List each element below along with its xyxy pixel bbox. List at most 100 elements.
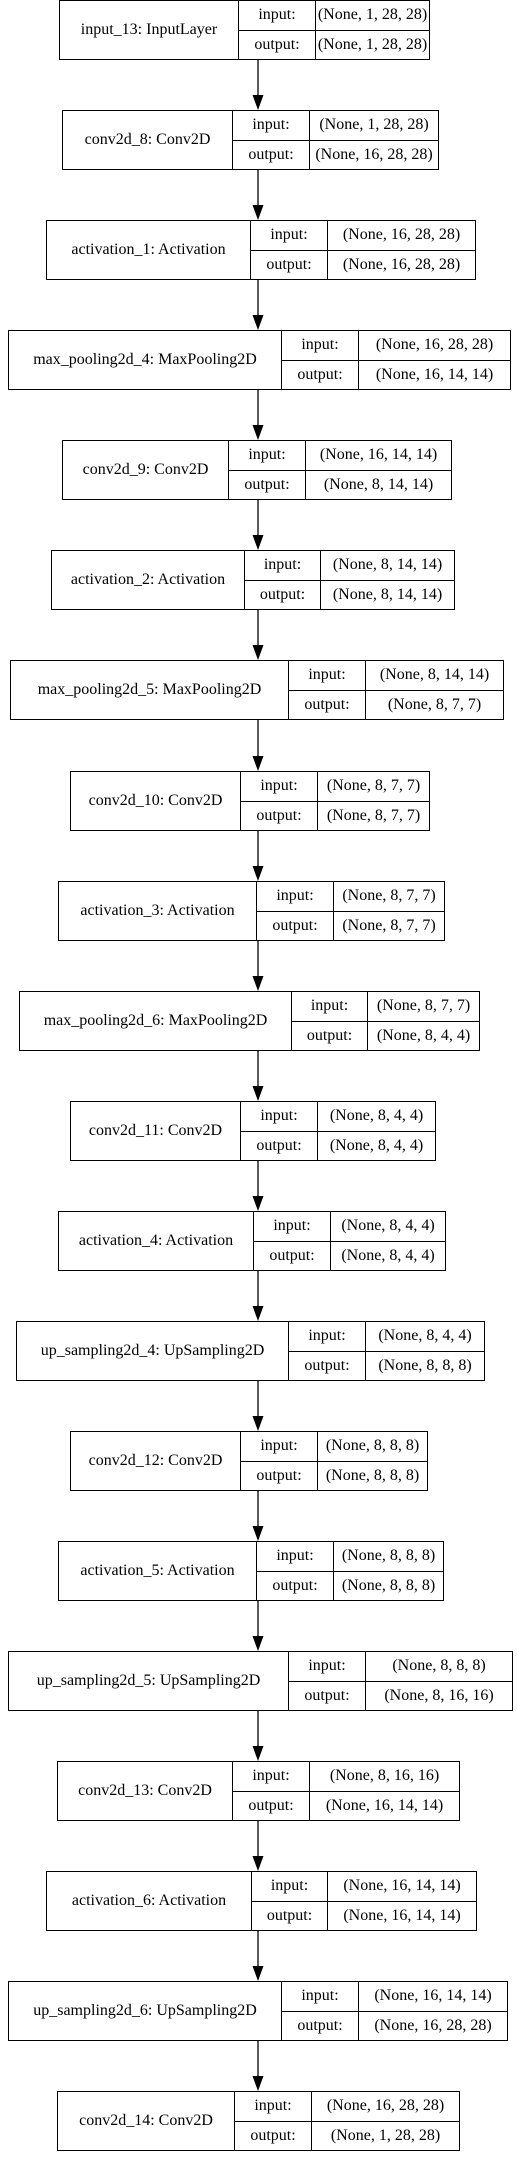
input-shape: (None, 16, 28, 28) <box>342 226 461 244</box>
layer-name: activation_1: Activation <box>47 221 251 279</box>
layer-ports: input:(None, 8, 8, 8)output:(None, 8, 8,… <box>241 1432 427 1490</box>
edge-arrowhead <box>252 1856 264 1871</box>
output-label: output: <box>235 2121 312 2150</box>
output-row: output:(None, 16, 14, 14) <box>252 1900 476 1930</box>
layer-ports: input:(None, 8, 16, 16)output:(None, 16,… <box>233 1762 459 1820</box>
layer-name: max_pooling2d_4: MaxPooling2D <box>9 331 282 389</box>
output-shape: (None, 16, 28, 28) <box>342 255 461 273</box>
layer-name: activation_6: Activation <box>47 1872 252 1930</box>
input-row: input:(None, 8, 7, 7) <box>257 882 444 911</box>
input-shape: (None, 8, 4, 4) <box>329 1107 424 1125</box>
edge-arrowhead <box>252 95 264 110</box>
output-row: output: (None, 16, 28, 28) <box>233 139 438 169</box>
layer-name: conv2d_8: Conv2D <box>63 111 233 169</box>
layer-ports: input:(None, 8, 4, 4)output:(None, 8, 4,… <box>254 1212 445 1270</box>
input-shape: (None, 16, 14, 14) <box>343 1877 461 1895</box>
output-shape: (None, 8, 4, 4) <box>341 1246 435 1264</box>
output-shape: (None, 8, 14, 14) <box>323 475 434 493</box>
output-shape: (None, 8, 16, 16) <box>384 1686 494 1704</box>
output-row: output:(None, 8, 7, 7) <box>289 689 503 719</box>
layer-ports: input:(None, 8, 14, 14)output:(None, 8, … <box>245 551 454 609</box>
output-shape: (None, 8, 8, 8) <box>378 1356 472 1374</box>
layer-ports: input:(None, 1, 28, 28)output:(None, 1, … <box>239 1 429 59</box>
input-shape: (None, 8, 16, 16) <box>329 1767 440 1785</box>
output-row: output:(None, 8, 14, 14) <box>245 579 454 609</box>
output-row: output: (None, 8, 4, 4) <box>254 1240 445 1270</box>
input-shape: (None, 8, 8, 8) <box>341 1547 436 1565</box>
input-label: input: <box>241 772 318 801</box>
layer-name: max_pooling2d_6: MaxPooling2D <box>20 992 292 1050</box>
input-row: input:(None, 16, 28, 28) <box>235 2092 459 2121</box>
layer-name: conv2d_10: Conv2D <box>71 772 241 830</box>
output-label: output: <box>252 1901 328 1930</box>
output-label: output: <box>289 1681 366 1710</box>
layer-name: conv2d_11: Conv2D <box>71 1102 241 1160</box>
layer-name: activation_4: Activation <box>59 1212 254 1270</box>
output-shape: (None, 8, 7, 7) <box>342 916 436 934</box>
edge-arrowhead <box>252 1636 264 1651</box>
output-row: output:(None, 8, 8, 8) <box>289 1350 484 1380</box>
input-row: input:(None, 16, 28, 28) <box>282 331 510 360</box>
input-row: input:(None, 8, 8, 8) <box>257 1542 443 1571</box>
output-label: output: <box>282 360 359 389</box>
output-shape: (None, 8, 14, 14) <box>332 585 443 603</box>
edge-arrowhead <box>252 756 264 771</box>
input-row: input:(None, 8, 4, 4) <box>241 1102 435 1131</box>
input-shape: (None, 1, 28, 28) <box>317 6 428 24</box>
input-label: input: <box>235 2092 312 2121</box>
output-label: output: <box>233 140 310 169</box>
layer-name: activation_2: Activation <box>52 551 245 609</box>
input-row: input:(None, 8, 16, 16) <box>233 1762 459 1791</box>
output-shape: (None, 8, 4, 4) <box>329 1136 424 1154</box>
output-shape: (None, 1, 28, 28) <box>330 2126 441 2144</box>
edge-arrowhead <box>252 1526 264 1541</box>
layer-ports: input:(None, 16, 14, 14)output:(None, 16… <box>282 1982 507 2040</box>
input-label: input: <box>241 1432 318 1461</box>
output-row: output:(None, 8, 4, 4) <box>241 1130 435 1160</box>
output-row: output:(None, 16, 28, 28) <box>251 249 475 279</box>
input-label: input: <box>282 1982 359 2011</box>
layer-ports: input:(None, 8, 7, 7)output:(None, 8, 4,… <box>292 992 479 1050</box>
output-label: output: <box>239 30 316 59</box>
output-row: output:(None, 8, 8, 8) <box>241 1460 427 1490</box>
input-row: input:(None, 8, 14, 14) <box>245 551 454 580</box>
layer-ports: input:(None, 16, 28, 28)output: (None, 1,… <box>235 2092 459 2150</box>
input-row: input:(None, 1, 28, 28) <box>233 111 438 140</box>
edge-arrowhead <box>252 1746 264 1761</box>
layer-ports: input:(None, 16, 28, 28)output:(None, 16… <box>251 221 475 279</box>
output-row: output:(None, 16, 14, 14) <box>282 359 510 389</box>
output-shape: (None, 16, 28, 28) <box>315 145 433 163</box>
output-row: output:(None, 16, 14, 14) <box>233 1790 459 1820</box>
output-label: output: <box>229 470 306 499</box>
edge-arrowhead <box>252 2076 264 2091</box>
output-row: output: (None, 1, 28, 28) <box>235 2120 459 2150</box>
input-shape: (None, 8, 7, 7) <box>326 777 421 795</box>
edge-arrowhead <box>252 645 264 660</box>
output-label: output: <box>254 1241 331 1270</box>
layer-name: conv2d_9: Conv2D <box>63 441 229 499</box>
layer-name: input_13: InputLayer <box>60 1 239 59</box>
input-shape: (None, 16, 14, 14) <box>319 446 438 464</box>
input-label: input: <box>252 1872 328 1901</box>
input-label: input: <box>251 221 328 250</box>
edge-arrowhead <box>252 1966 264 1981</box>
layer-ports: input:(None, 8, 8, 8)output:(None, 8, 8,… <box>257 1542 443 1600</box>
input-row: input: (None, 16, 28, 28) <box>251 221 475 250</box>
output-shape: (None, 8, 4, 4) <box>376 1026 471 1044</box>
edge-arrowhead <box>252 1086 264 1101</box>
input-shape: (None, 8, 8, 8) <box>392 1657 486 1675</box>
output-row: output:(None, 1, 28, 28) <box>239 29 429 59</box>
input-shape: (None, 8, 7, 7) <box>342 887 436 905</box>
output-shape: (None, 1, 28, 28) <box>317 35 428 53</box>
output-label: output: <box>289 690 366 719</box>
layer-ports: input:(None, 8, 14, 14)output:(None, 8, … <box>289 661 503 719</box>
input-row: input:(None, 8, 8, 8) <box>241 1432 427 1461</box>
input-row: input:(None, 8, 7, 7) <box>292 992 479 1021</box>
